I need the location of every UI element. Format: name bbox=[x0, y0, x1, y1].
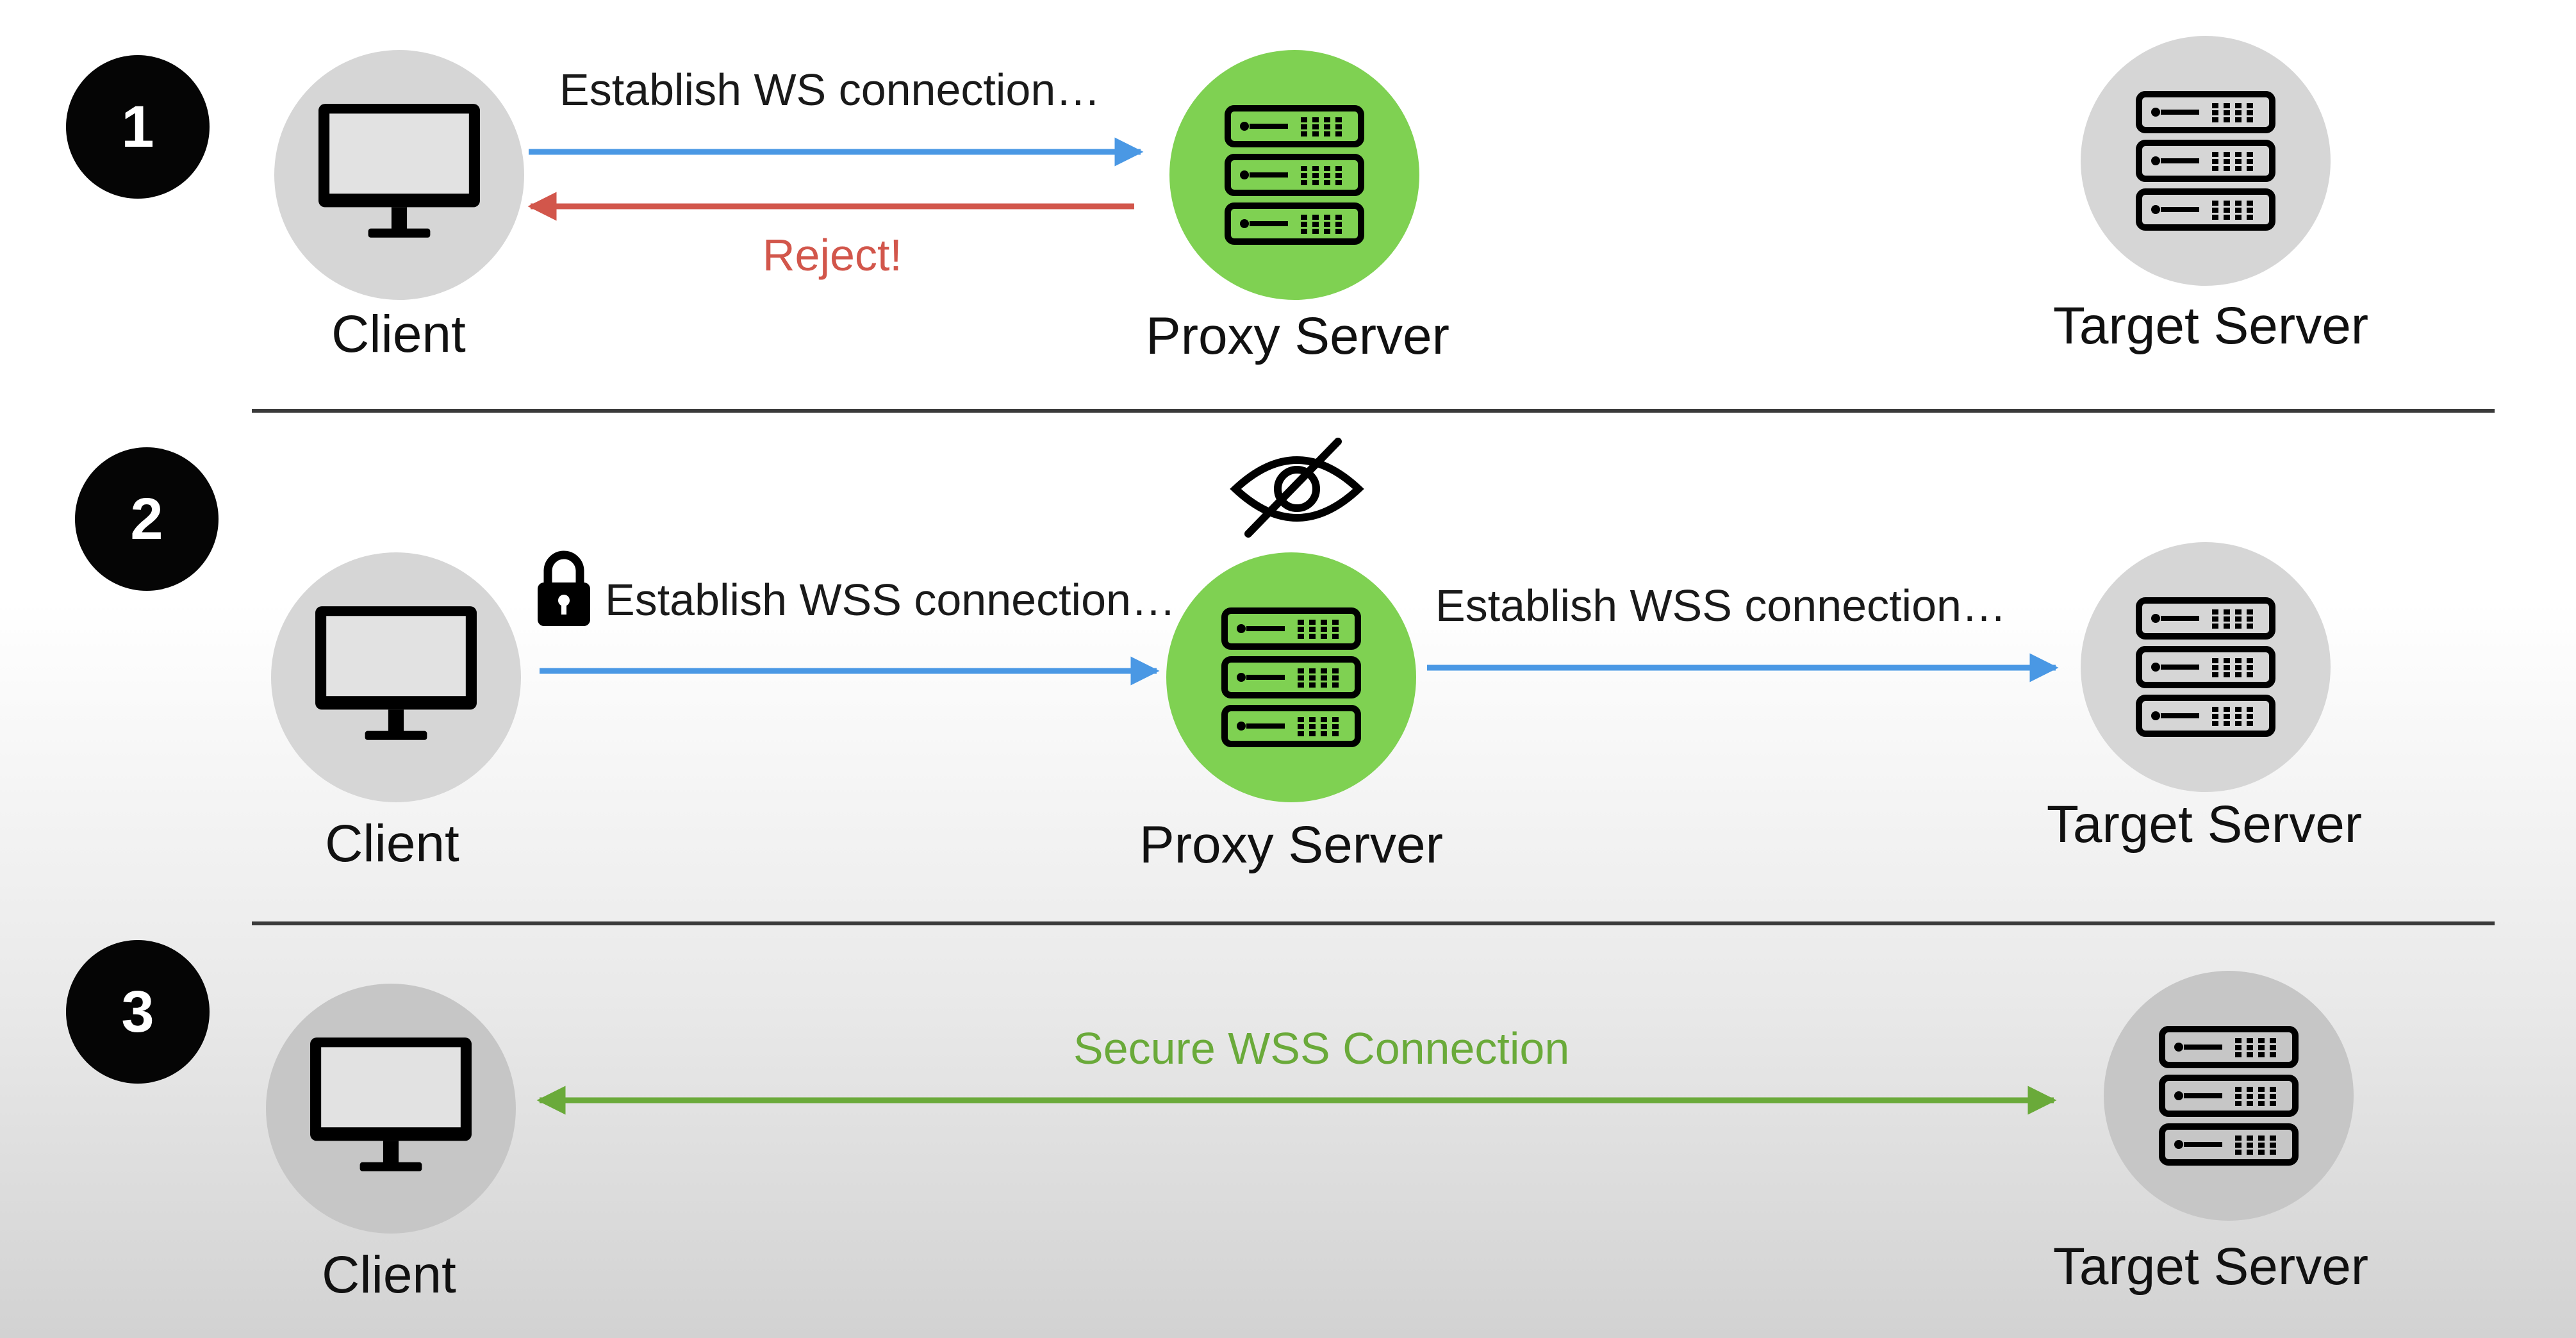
proxy-server-node bbox=[1169, 50, 1419, 300]
section-divider bbox=[252, 921, 2495, 925]
client-node bbox=[271, 552, 521, 802]
client-label: Client bbox=[325, 814, 459, 873]
step-badge-2: 2 bbox=[75, 447, 219, 591]
client-label: Client bbox=[331, 305, 466, 363]
secure-connection-label: Secure WSS Connection bbox=[1073, 1023, 1570, 1073]
target-server-label: Target Server bbox=[2052, 297, 2369, 355]
target-server-node bbox=[2081, 36, 2331, 286]
wss-forward-label: Establish WSS connection… bbox=[1435, 581, 2006, 631]
monitor-icon bbox=[307, 1034, 475, 1183]
step-badge-3: 3 bbox=[66, 940, 210, 1084]
server-rack-icon bbox=[2135, 90, 2276, 231]
target-server-label: Target Server bbox=[2052, 1237, 2369, 1296]
lock-icon bbox=[538, 550, 590, 626]
step-number: 2 bbox=[130, 486, 163, 552]
step-badge-1: 1 bbox=[66, 55, 210, 199]
server-rack-icon bbox=[1221, 607, 1362, 748]
target-server-node bbox=[2104, 971, 2354, 1221]
target-server-label: Target Server bbox=[2046, 795, 2363, 854]
client-node bbox=[266, 984, 516, 1234]
eye-slash-icon bbox=[1230, 438, 1364, 538]
proxy-server-node bbox=[1166, 552, 1416, 802]
client-label: Client bbox=[322, 1246, 456, 1304]
client-node bbox=[274, 50, 524, 300]
target-server-node bbox=[2081, 542, 2331, 792]
server-rack-icon bbox=[2158, 1025, 2299, 1166]
reject-label: Reject! bbox=[763, 230, 902, 280]
step-number: 3 bbox=[121, 979, 154, 1045]
server-rack-icon bbox=[1224, 104, 1365, 245]
wss-request-label: Establish WSS connection… bbox=[605, 575, 1176, 625]
step-number: 1 bbox=[121, 94, 154, 160]
ws-request-label: Establish WS connection… bbox=[559, 65, 1101, 115]
proxy-server-label: Proxy Server bbox=[1146, 307, 1449, 365]
monitor-icon bbox=[315, 101, 483, 249]
server-rack-icon bbox=[2135, 597, 2276, 738]
monitor-icon bbox=[312, 603, 480, 752]
section-divider bbox=[252, 409, 2495, 413]
proxy-server-label: Proxy Server bbox=[1139, 816, 1443, 874]
